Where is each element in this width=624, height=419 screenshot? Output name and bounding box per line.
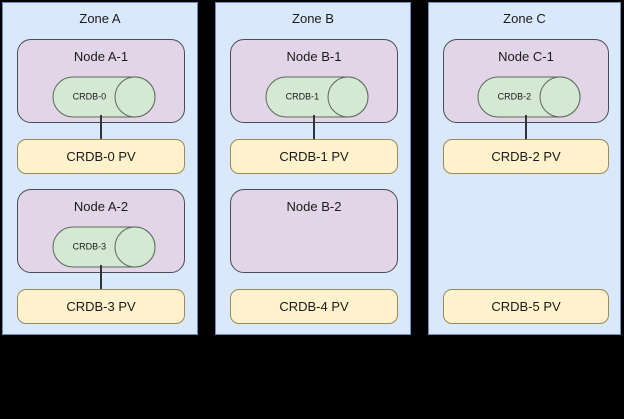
zone-c[interactable]: Zone C Node C-1 CRDB-2 CRDB-2 PV CRDB-5 … xyxy=(428,2,621,335)
pv-crdb-4[interactable]: CRDB-4 PV xyxy=(230,289,398,324)
pv-crdb-1-label: CRDB-1 PV xyxy=(279,148,349,164)
cylinder-shape xyxy=(52,226,156,268)
pv-crdb-0-label: CRDB-0 PV xyxy=(66,148,136,164)
pod-crdb-0[interactable]: CRDB-0 xyxy=(52,76,156,118)
node-a-1-label: Node A-1 xyxy=(73,49,129,64)
node-c-1-label: Node C-1 xyxy=(498,49,554,64)
zone-a[interactable]: Zone A Node A-1 CRDB-0 CRDB-0 PV Node A-… xyxy=(2,2,198,335)
pod-crdb-3[interactable]: CRDB-3 xyxy=(52,226,156,268)
node-a-2[interactable]: Node A-2 CRDB-3 xyxy=(17,189,185,273)
connector-crdb-2 xyxy=(525,115,527,139)
pod-crdb-0-label: CRDB-0 xyxy=(72,91,107,102)
pv-crdb-3[interactable]: CRDB-3 PV xyxy=(17,289,185,324)
zone-b-label: Zone B xyxy=(292,11,334,26)
zone-b[interactable]: Zone B Node B-1 CRDB-1 CRDB-1 PV Node B-… xyxy=(215,2,411,335)
pv-crdb-3-label: CRDB-3 PV xyxy=(66,298,136,314)
node-b-2-label: Node B-2 xyxy=(286,199,342,214)
pod-crdb-2[interactable]: CRDB-2 xyxy=(477,76,581,118)
zone-c-label: Zone C xyxy=(503,11,546,26)
cylinder-shape xyxy=(265,76,369,118)
connector-crdb-0 xyxy=(100,115,102,139)
node-c-1[interactable]: Node C-1 CRDB-2 xyxy=(443,39,609,123)
cylinder-shape xyxy=(477,76,581,118)
cylinder-shape xyxy=(52,76,156,118)
zone-a-label: Zone A xyxy=(79,11,121,26)
pod-crdb-2-label: CRDB-2 xyxy=(497,91,532,102)
pv-crdb-5-label: CRDB-5 PV xyxy=(491,298,561,314)
pv-crdb-2[interactable]: CRDB-2 PV xyxy=(443,139,609,174)
node-a-2-label: Node A-2 xyxy=(73,199,129,214)
pv-crdb-0[interactable]: CRDB-0 PV xyxy=(17,139,185,174)
pv-crdb-4-label: CRDB-4 PV xyxy=(279,298,349,314)
pod-crdb-3-label: CRDB-3 xyxy=(72,241,107,252)
pv-crdb-2-label: CRDB-2 PV xyxy=(491,148,561,164)
connector-crdb-3 xyxy=(100,265,102,289)
pod-crdb-1-label: CRDB-1 xyxy=(285,91,320,102)
node-b-2[interactable]: Node B-2 xyxy=(230,189,398,273)
pv-crdb-1[interactable]: CRDB-1 PV xyxy=(230,139,398,174)
node-b-1[interactable]: Node B-1 CRDB-1 xyxy=(230,39,398,123)
pv-crdb-5[interactable]: CRDB-5 PV xyxy=(443,289,609,324)
node-a-1[interactable]: Node A-1 CRDB-0 xyxy=(17,39,185,123)
node-b-1-label: Node B-1 xyxy=(286,49,342,64)
pod-crdb-1[interactable]: CRDB-1 xyxy=(265,76,369,118)
connector-crdb-1 xyxy=(313,115,315,139)
